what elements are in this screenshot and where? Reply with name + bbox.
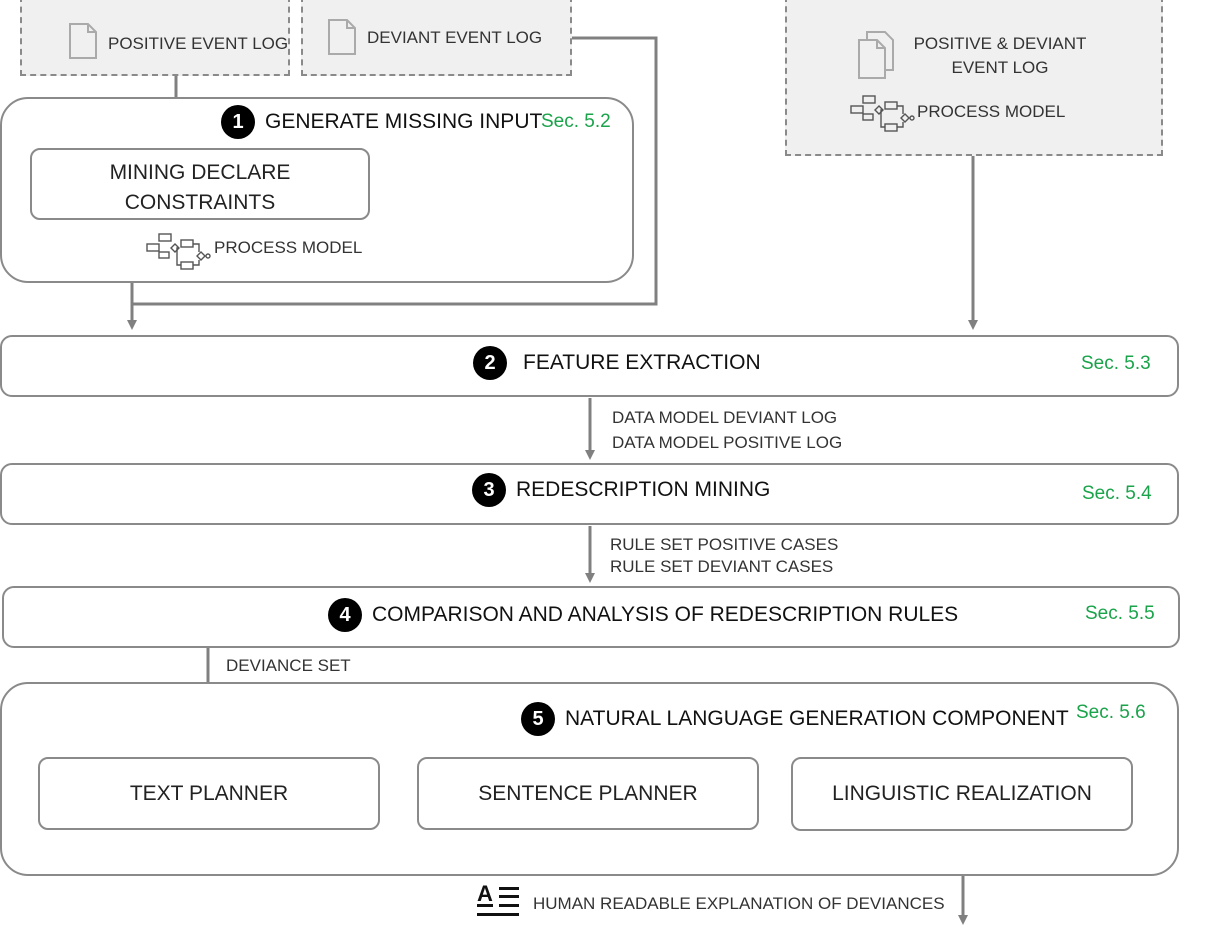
step2-title: 2 FEATURE EXTRACTION [473,346,761,380]
text-planner-box: TEXT PLANNER [38,757,380,830]
step5-title-text: NATURAL LANGUAGE GENERATION COMPONENT [565,707,1069,730]
step1-section-ref: Sec. 5.2 [541,111,611,132]
positive-deviant-log-line1: POSITIVE & DEVIANT [913,34,1087,53]
linguistic-realization-label: LINGUISTIC REALIZATION [832,782,1092,805]
positive-deviant-log-label: POSITIVE & DEVIANT EVENT LOG [907,34,1093,78]
step4-title-text: COMPARISON AND ANALYSIS OF REDESCRIPTION… [372,603,959,626]
step4-comparison-analysis [2,586,1180,648]
data-model-positive-log-label: DATA MODEL POSITIVE LOG [612,433,843,452]
process-model-label-step1: PROCESS MODEL [214,238,363,257]
step3-badge: 3 [472,473,506,507]
step3-title-text: REDESCRIPTION MINING [516,478,771,501]
step3-redescription-mining [0,463,1179,525]
process-model-icon [145,232,211,279]
positive-event-log-box: POSITIVE EVENT LOG [20,0,290,76]
process-model-label-right: PROCESS MODEL [917,102,1066,121]
positive-deviant-log-line2: EVENT LOG [951,58,1049,77]
output-label: HUMAN READABLE EXPLANATION OF DEVIANCES [533,894,945,913]
rule-set-deviant-label: RULE SET DEVIANT CASES [610,557,834,576]
process-model-icon [849,94,915,141]
positive-deviant-input-box: POSITIVE & DEVIANT EVENT LOG PROCESS MOD… [785,0,1163,156]
mining-declare-constraints-box: MINING DECLARE CONSTRAINTS [30,148,370,220]
step4-badge: 4 [328,598,362,632]
step2-section-ref: Sec. 5.3 [1081,353,1151,374]
line-deviant-log [132,36,658,306]
step1-title-text: GENERATE MISSING INPUT [265,110,543,133]
step2-feature-extraction [0,335,1179,397]
step1-title: 1 GENERATE MISSING INPUT [221,105,542,139]
step3-title: 3 REDESCRIPTION MINING [472,473,770,507]
mining-line1: MINING DECLARE [109,161,291,184]
sentence-planner-box: SENTENCE PLANNER [417,757,759,830]
step2-badge: 2 [473,346,507,380]
step1-badge: 1 [221,105,255,139]
text-planner-label: TEXT PLANNER [129,781,289,805]
document-icon [327,18,357,61]
text-icon: A [477,881,521,928]
document-icon [68,22,98,65]
deviance-set-label: DEVIANCE SET [226,656,351,675]
step4-title: 4 COMPARISON AND ANALYSIS OF REDESCRIPTI… [328,598,958,632]
documents-icon [857,30,901,85]
data-model-deviant-log-label: DATA MODEL DEVIANT LOG [612,408,838,427]
deviant-event-log-label: DEVIANT EVENT LOG [367,28,543,47]
positive-event-log-label: POSITIVE EVENT LOG [108,34,289,53]
deviant-event-log-box: DEVIANT EVENT LOG [301,0,572,76]
sentence-planner-label: SENTENCE PLANNER [478,781,698,805]
mining-line2: CONSTRAINTS [124,191,276,214]
step4-section-ref: Sec. 5.5 [1085,603,1155,624]
step5-title: 5 NATURAL LANGUAGE GENERATION COMPONENT [521,702,1069,736]
step5-section-ref: Sec. 5.6 [1076,702,1146,723]
text-icon-glyph: A [477,883,493,906]
step5-badge: 5 [521,702,555,736]
step3-section-ref: Sec. 5.4 [1082,483,1152,504]
step2-title-text: FEATURE EXTRACTION [523,351,761,374]
rule-set-positive-label: RULE SET POSITIVE CASES [610,535,839,554]
linguistic-realization-box: LINGUISTIC REALIZATION [791,757,1133,831]
